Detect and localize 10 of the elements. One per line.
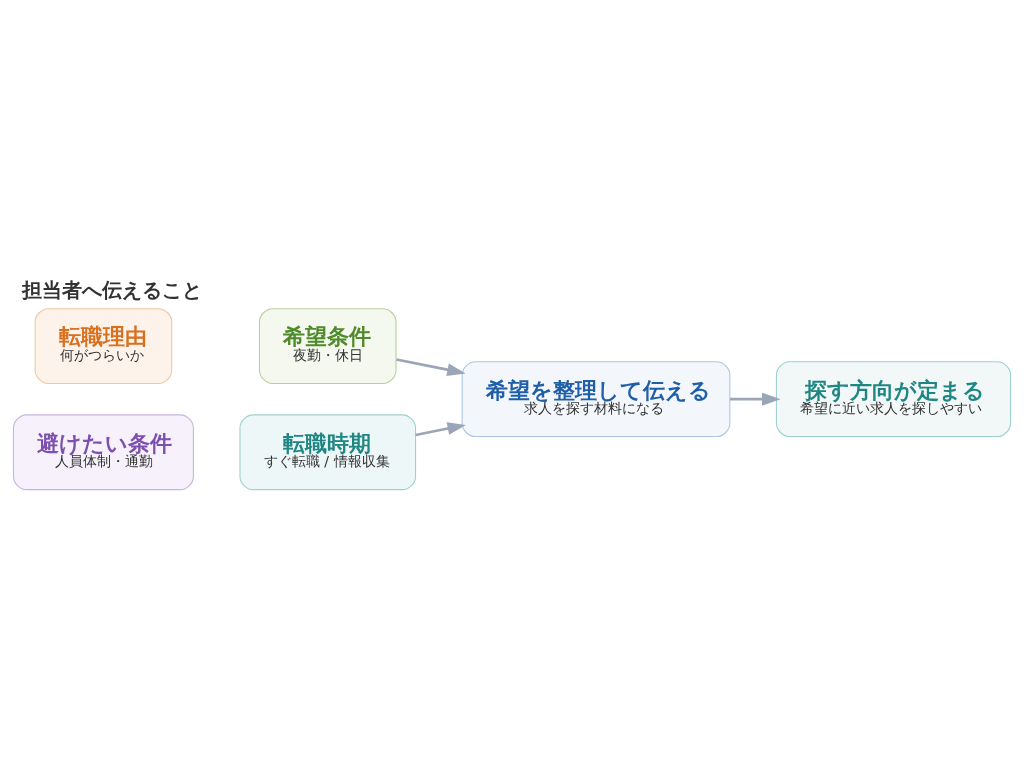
node-box: 転職時期 すぐ転職 / 情報収集 <box>239 414 417 491</box>
node-box: 避けたい条件 人員体制・通勤 <box>12 414 194 491</box>
arrow <box>730 392 781 406</box>
node-box: 探す方向が定まる 希望に近い求人を探しやすい <box>775 361 1012 438</box>
node-box: 転職理由 何がつらいか <box>34 308 173 384</box>
diagram-title: 担当者へ伝えること <box>22 279 203 303</box>
node-box: 希望条件 夜勤・休日 <box>258 308 397 384</box>
arrow <box>396 358 466 377</box>
node-box: 希望を整理して伝える 求人を探す材料になる <box>461 361 731 438</box>
arrow <box>415 422 466 437</box>
